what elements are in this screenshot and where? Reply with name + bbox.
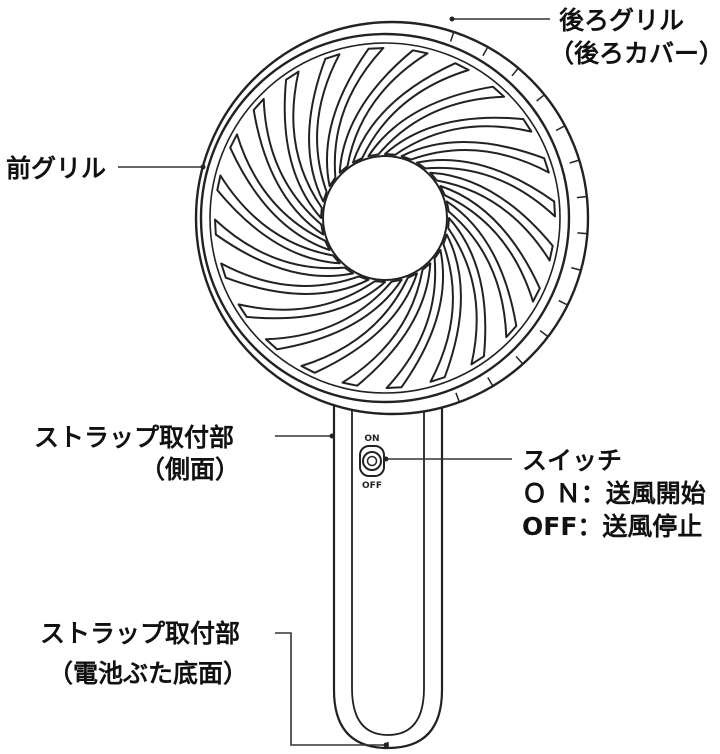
fan-blades	[214, 47, 556, 389]
fan-blade	[341, 262, 432, 387]
rear-grill-ridge	[576, 195, 586, 199]
fan-blade	[264, 278, 403, 351]
label-front-grill: 前グリル	[6, 154, 106, 183]
rear-grill-ridge	[455, 392, 460, 402]
rear-grill-ridge	[558, 299, 568, 306]
label-strap-bottom: ストラップ取付部	[40, 619, 240, 648]
fan-blade	[385, 249, 444, 389]
label-strap-side-sub: （側面）	[140, 455, 240, 484]
rear-grill-ridge	[511, 68, 519, 77]
rear-grill-ridge	[515, 355, 523, 364]
fan-blade	[429, 171, 554, 262]
fan-blade	[338, 49, 429, 174]
rear-grill-ridge	[571, 266, 581, 271]
fan-blade	[447, 217, 487, 366]
rear-grill-ridge	[569, 159, 579, 164]
fan-blade	[237, 280, 386, 320]
fan-blade	[300, 272, 418, 374]
rear-grill-ridge	[536, 94, 545, 102]
fan-blade	[229, 133, 331, 251]
label-switch: スイッチ	[522, 446, 622, 475]
fan-blade	[367, 85, 506, 158]
fan-blade	[252, 97, 325, 236]
rear-grill-ridge	[482, 47, 488, 57]
fan-blade	[384, 116, 533, 156]
rear-grill-ridge	[555, 125, 565, 132]
rear-grill-ridges	[449, 32, 587, 402]
power-switch[interactable]: ON OFF	[359, 434, 385, 491]
label-rear-grill-sub: （後ろカバー）	[549, 39, 720, 68]
label-rear-grill: 後ろグリル	[559, 6, 684, 35]
label-switch-off: OFF：送風停止	[522, 512, 702, 541]
switch-off-marking: OFF	[362, 481, 382, 491]
rear-grill-ridge	[449, 32, 455, 42]
fan-blade	[439, 185, 541, 303]
fan-blade	[214, 218, 354, 277]
fan-blade	[352, 62, 470, 164]
rear-grill-ridge	[539, 330, 548, 337]
fan-handle	[332, 400, 444, 750]
leader-lines	[118, 16, 550, 748]
label-strap-side: ストラップ取付部	[34, 423, 234, 452]
fan-blade	[283, 70, 323, 219]
fan-blade	[220, 262, 370, 295]
fan-blade	[429, 233, 462, 383]
rear-grill-ridge	[487, 377, 494, 386]
fan-blade	[400, 141, 550, 174]
fan-hub	[322, 155, 448, 281]
label-switch-on: Ｏ Ｎ：送風開始	[522, 479, 706, 508]
fan-head	[194, 20, 590, 416]
fan-blade	[308, 53, 341, 203]
fan-blade	[416, 159, 556, 218]
label-strap-bottom-sub: （電池ぶた底面）	[48, 659, 248, 688]
rear-grill-ridge	[577, 232, 587, 235]
fan-blade	[216, 174, 341, 265]
fan-blade	[445, 200, 518, 339]
switch-on-marking: ON	[364, 434, 379, 444]
fan-blade	[326, 47, 385, 187]
